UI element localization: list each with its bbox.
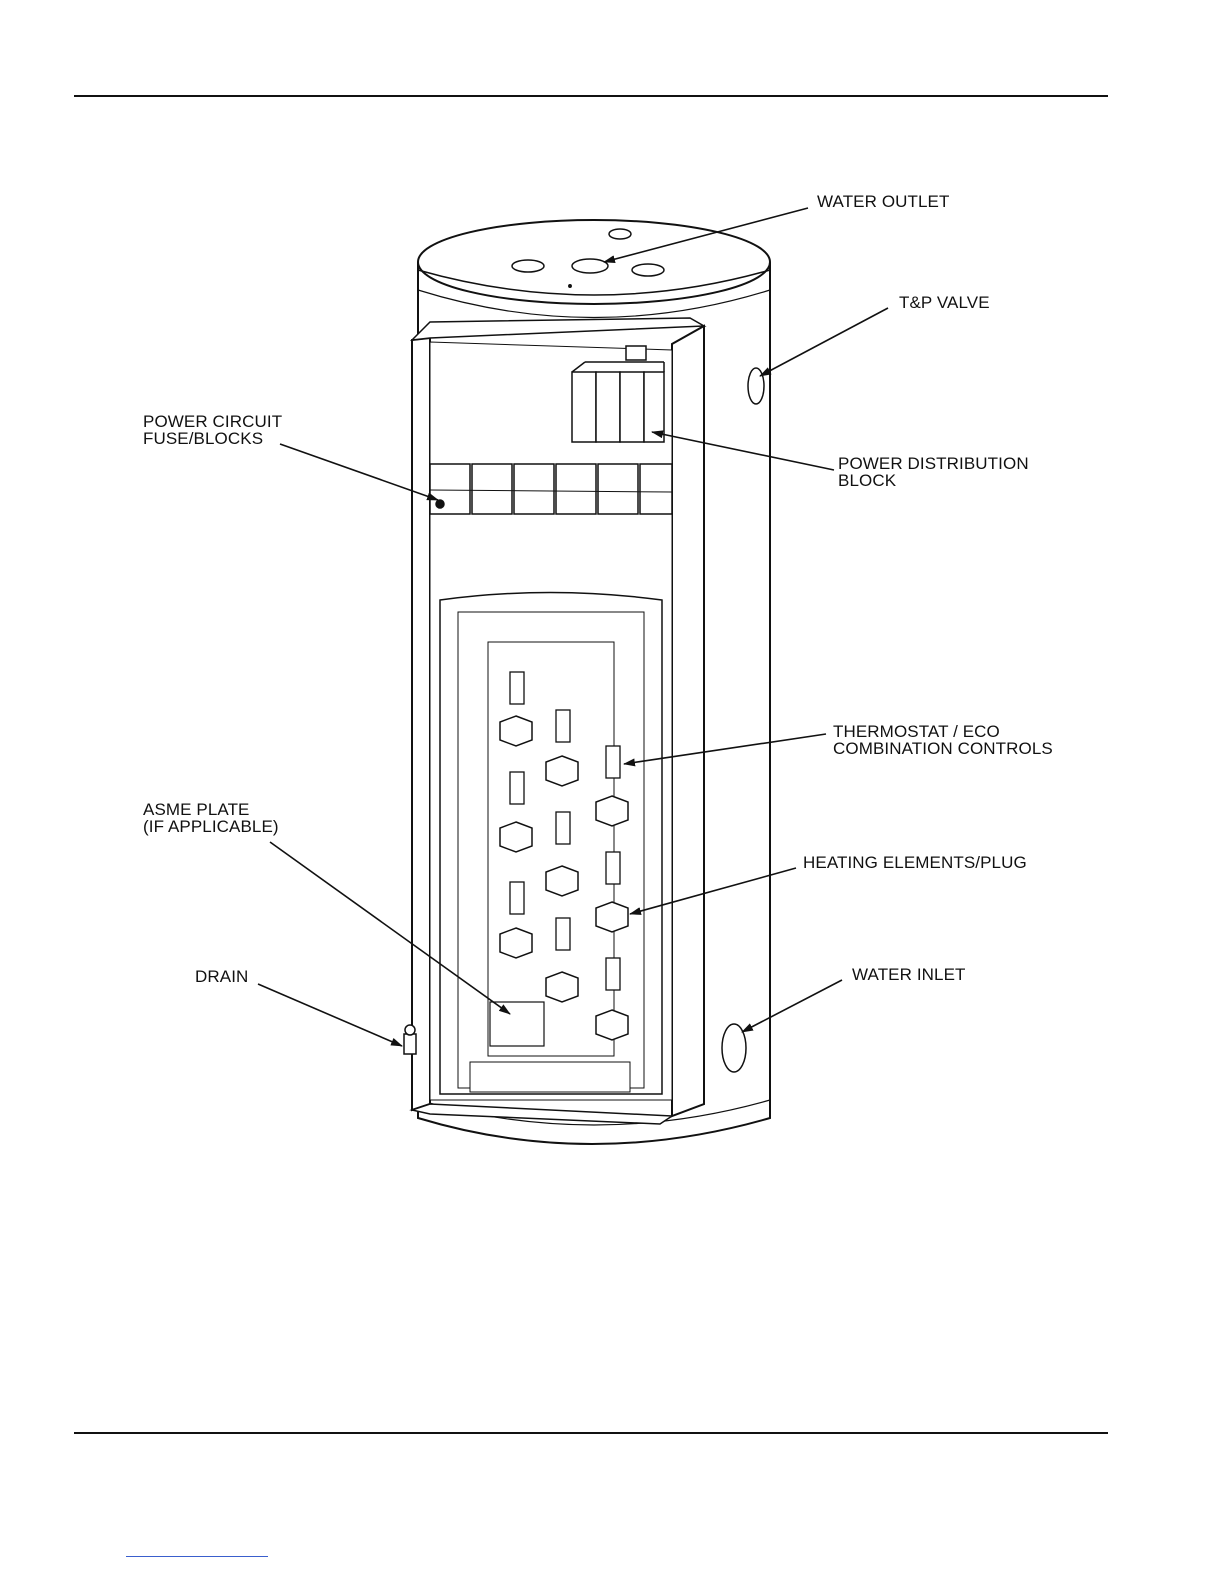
label-drain: DRAIN bbox=[195, 968, 248, 985]
label-power-circuit-line2: FUSE/BLOCKS bbox=[143, 430, 282, 447]
label-drain-text: DRAIN bbox=[195, 968, 248, 985]
label-asme-line1: ASME PLATE bbox=[143, 801, 279, 818]
water-outlet-port bbox=[572, 259, 608, 273]
label-heating-elements: HEATING ELEMENTS/PLUG bbox=[803, 854, 1027, 871]
label-water-outlet: WATER OUTLET bbox=[817, 193, 949, 210]
panel-right-flange bbox=[672, 326, 704, 1116]
drain-valve bbox=[404, 1025, 416, 1054]
fuse-blocks bbox=[430, 464, 672, 514]
tp-valve-opening bbox=[748, 368, 764, 404]
label-power-distribution-line2: BLOCK bbox=[838, 472, 1029, 489]
panel-left-flange bbox=[412, 338, 430, 1110]
label-asme: ASME PLATE (IF APPLICABLE) bbox=[143, 801, 279, 835]
label-tp-valve-text: T&P VALVE bbox=[899, 294, 990, 311]
label-asme-line2: (IF APPLICABLE) bbox=[143, 818, 279, 835]
leader-tp-valve bbox=[760, 308, 888, 376]
label-thermostat-line1: THERMOSTAT / ECO bbox=[833, 723, 1053, 740]
label-thermostat: THERMOSTAT / ECO COMBINATION CONTROLS bbox=[833, 723, 1053, 757]
leader-drain bbox=[258, 984, 402, 1046]
label-heating-elements-text: HEATING ELEMENTS/PLUG bbox=[803, 854, 1027, 871]
label-power-circuit: POWER CIRCUIT FUSE/BLOCKS bbox=[143, 413, 282, 447]
label-power-circuit-line1: POWER CIRCUIT bbox=[143, 413, 282, 430]
label-water-outlet-text: WATER OUTLET bbox=[817, 193, 949, 210]
label-water-inlet: WATER INLET bbox=[852, 966, 966, 983]
top-port-right bbox=[632, 264, 664, 276]
label-power-distribution-line1: POWER DISTRIBUTION bbox=[838, 455, 1029, 472]
label-water-inlet-text: WATER INLET bbox=[852, 966, 966, 983]
top-port-left bbox=[512, 260, 544, 272]
asme-plate bbox=[490, 1002, 544, 1046]
label-tp-valve: T&P VALVE bbox=[899, 294, 990, 311]
label-thermostat-line2: COMBINATION CONTROLS bbox=[833, 740, 1053, 757]
label-power-distribution: POWER DISTRIBUTION BLOCK bbox=[838, 455, 1029, 489]
top-port-rear bbox=[609, 229, 631, 239]
